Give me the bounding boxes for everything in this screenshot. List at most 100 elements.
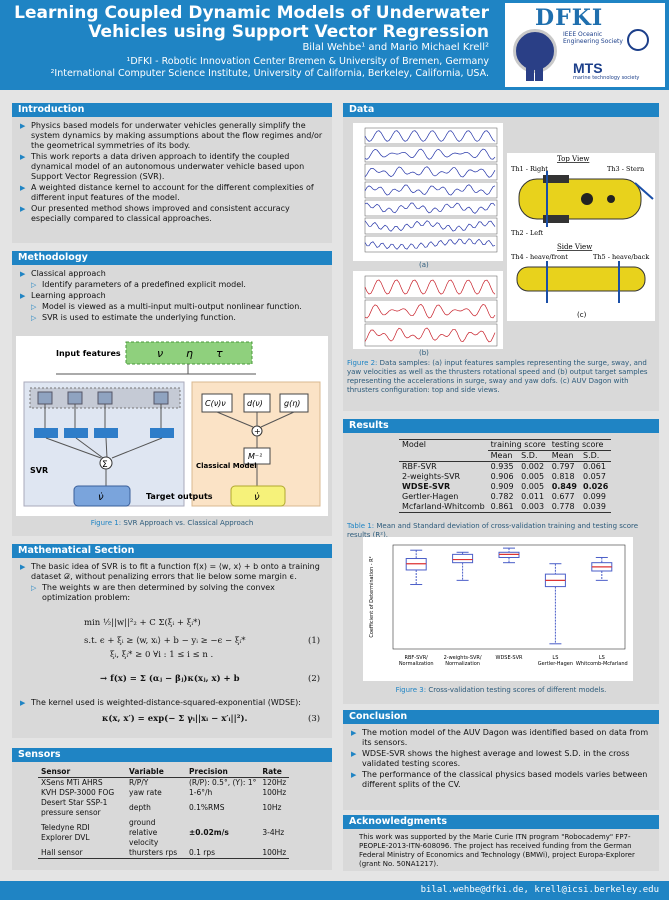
- plot-frame: [364, 275, 498, 299]
- data-panel: Data (a) (b) Top View Th1 - Right Th3 - …: [343, 103, 659, 411]
- column-header: Rate: [262, 767, 282, 776]
- column-header: testing score: [548, 439, 612, 451]
- plot-frame: [364, 235, 498, 253]
- list-item: The weights w are then determined by sol…: [20, 583, 324, 603]
- signal-trace: [364, 184, 496, 196]
- section-title: Conclusion: [343, 710, 659, 724]
- subfig-label: (c): [577, 311, 587, 319]
- signal-plots-a: [364, 127, 498, 253]
- nu-node: ν: [157, 347, 163, 360]
- classical-label: Classical Model: [196, 462, 257, 470]
- column-header: Variable: [129, 767, 164, 776]
- auv-diagram: Top View Th1 - Right Th3 - Stern Th2 - L…: [511, 155, 654, 319]
- signal-trace: [364, 130, 496, 142]
- list-item: This work reports a data driven approach…: [20, 152, 324, 182]
- th2-label: Th2 - Left: [511, 229, 544, 237]
- math-list: The basic idea of SVR is to fit a functi…: [12, 558, 332, 603]
- conclusion-list: The motion model of the AUV Dagon was id…: [343, 724, 659, 790]
- tau-node: τ: [216, 347, 223, 360]
- mts-logo: MTS: [573, 60, 603, 76]
- th3-label: Th3 - Stern: [607, 165, 644, 173]
- oes-logo: IEEE Oceanic Engineering Society: [563, 31, 623, 45]
- figure-caption: Figure 1: SVR Approach vs. Classical App…: [90, 519, 254, 527]
- ack-text: This work was supported by the Marie Cur…: [359, 833, 635, 868]
- sigma-node: Σ: [102, 460, 108, 470]
- signal-trace: [364, 303, 496, 319]
- section-title: Mathematical Section: [12, 544, 332, 558]
- list-item: A weighted distance kernel to account fo…: [20, 183, 324, 203]
- column-header: Mean: [551, 451, 574, 460]
- list-item: The basic idea of SVR is to fit a functi…: [20, 562, 324, 582]
- coriolis-node: C(ν)ν: [205, 399, 226, 408]
- th5-label: Th5 - heave/back: [593, 253, 649, 261]
- figure-svr-vs-classical: Input features ν η τ Σ SVR C(ν)ν d(ν) g(…: [16, 336, 328, 516]
- eta-node: η: [186, 347, 193, 360]
- plot-frame: [364, 163, 498, 181]
- plot-frame: [364, 323, 498, 347]
- equation-3: κ(x, x′) = exp(− Σ γᵢ||xᵢ − x′ᵢ||²).: [102, 714, 248, 724]
- figure-caption: Figure 2: Data samples: (a) input featur…: [347, 359, 648, 394]
- dfki-logo: DFKI: [535, 5, 604, 31]
- sensors-table: Sensor Variable Precision Rate XSens MTi…: [38, 767, 290, 859]
- auv-views: Top View Th1 - Right Th3 - Stern Th2 - L…: [507, 153, 655, 321]
- th4-label: Th4 - heave/front: [511, 253, 568, 261]
- logos: DFKI IEEE Oceanic Engineering Society MT…: [505, 3, 665, 87]
- svr-output-node: ν̇: [98, 491, 104, 503]
- equation-1c: ξᵢ, ξᵢ* ≥ 0 ∀i : 1 ≤ i ≤ n .: [110, 650, 214, 660]
- box: [452, 553, 474, 564]
- th1-label: Th1 - Right: [511, 165, 548, 173]
- signal-trace: [364, 327, 496, 343]
- list-item: The performance of the classical physics…: [351, 770, 651, 790]
- ribbon-icon: [526, 67, 534, 81]
- list-item: Identify parameters of a predefined expl…: [20, 280, 324, 290]
- list-item: SVR is used to estimate the underlying f…: [20, 313, 324, 323]
- sensors-panel: Sensors Sensor Variable Precision Rate X…: [12, 748, 332, 870]
- math-list-2: The kernel used is weighted-distance-squ…: [12, 694, 332, 709]
- table-header: Sensor Variable Precision Rate: [38, 767, 290, 778]
- table-caption: Table 1: Mean and Standard deviation of …: [347, 522, 639, 539]
- column-header: Mean: [490, 451, 513, 460]
- equation-1b: s.t. ϵ + ξᵢ ≥ ⟨w, xᵢ⟩ + b − yᵢ ≥ −ϵ − ξᵢ…: [84, 636, 246, 646]
- signal-trace: [364, 220, 496, 232]
- poster-title: Learning Coupled Dynamic Models of Under…: [14, 3, 489, 42]
- column-header: S.D.: [521, 451, 538, 460]
- ack-panel: Acknowledgments This work was supported …: [343, 815, 659, 871]
- column-header: Precision: [189, 767, 228, 776]
- plot-frame: [364, 199, 498, 217]
- damping-node: d(ν): [247, 399, 263, 408]
- intro-list: Physics based models for underwater vehi…: [12, 117, 332, 224]
- y-axis-label: Coefficient of Determination - R²: [369, 556, 375, 637]
- plot-frame: [364, 145, 498, 163]
- oes-emblem-icon: [627, 29, 649, 51]
- x-tick-label: 2-weights-SVR/Normalization: [444, 655, 482, 667]
- svr-label: SVR: [30, 466, 48, 475]
- signal-trace: [364, 238, 496, 250]
- list-item: The motion model of the AUV Dagon was id…: [351, 728, 651, 748]
- column-header: S.D.: [583, 451, 600, 460]
- mts-subtitle: marine technology society: [573, 75, 640, 81]
- targets-label: Target outputs: [146, 492, 213, 501]
- output-samples-plot: [353, 271, 503, 349]
- contact-emails: bilal.wehbe@dfki.de, krell@icsi.berkeley…: [420, 885, 659, 895]
- equation-1a: min ½||w||²₂ + C Σ(ξᵢ + ξᵢ*): [84, 618, 201, 628]
- column-header: training score: [487, 439, 549, 451]
- section-title: Data: [343, 103, 659, 117]
- math-panel: Mathematical Section The basic idea of S…: [12, 544, 332, 738]
- signal-trace: [364, 166, 496, 178]
- list-item: Classical approach: [20, 269, 324, 279]
- boxplot-chart: Coefficient of Determination - R²RBF-SVR…: [369, 544, 628, 667]
- authors: Bilal Wehbe¹ and Mario Michael Krell²: [302, 42, 489, 53]
- subfig-label: (b): [419, 349, 429, 357]
